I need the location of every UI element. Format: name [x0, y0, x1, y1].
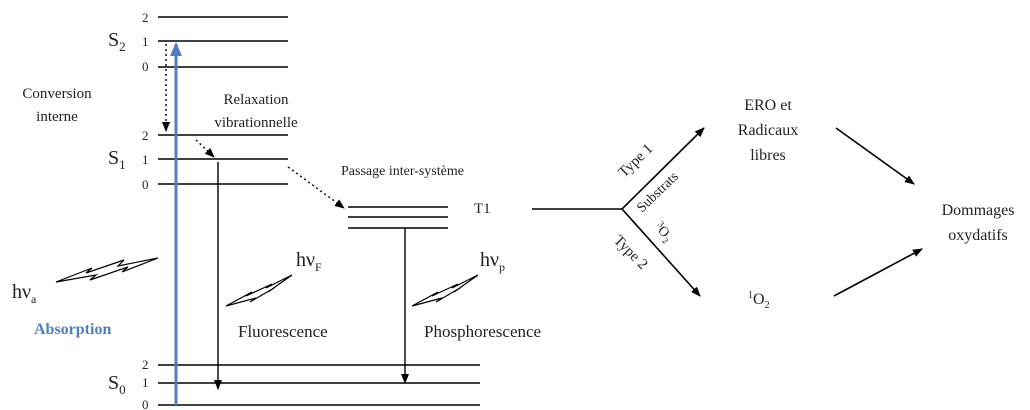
- ero-label-2: Radicaux: [738, 122, 798, 139]
- s2-vib-0: 0: [142, 59, 149, 74]
- photon-f-label: hνF: [296, 249, 322, 274]
- s0-vib-2: 2: [142, 357, 149, 372]
- t1-levels: [348, 206, 448, 229]
- s1-vib-2: 2: [142, 128, 149, 143]
- triplet-oxygen-label: 3O2: [650, 219, 677, 246]
- s1-vib-1: 1: [142, 152, 149, 167]
- type2-arrow: [621, 208, 701, 297]
- s0-vib-0: 0: [142, 397, 149, 410]
- photon-p-label: hνp: [480, 249, 505, 274]
- type2-label: Type 2: [610, 233, 650, 273]
- t1-label: T1: [474, 201, 491, 217]
- fluorescence-photon-icon: [225, 274, 293, 307]
- ero-label-1: ERO et: [744, 97, 792, 114]
- phosphorescence-photon-icon: [411, 274, 479, 307]
- type1-label: Type 1: [616, 141, 657, 181]
- s2-vib-2: 2: [142, 10, 149, 25]
- s1-label: S1: [108, 147, 126, 172]
- s1-levels: [158, 134, 288, 185]
- ero-to-damage-arrow: [835, 127, 915, 185]
- damage-label-1: Dommages: [942, 202, 1015, 219]
- isc-arrow: [287, 166, 345, 209]
- conversion-label-1: Conversion: [22, 86, 92, 102]
- conversion-label-2: interne: [36, 109, 78, 125]
- ero-label-3: libres: [750, 147, 786, 164]
- damage-label-2: oxydatifs: [948, 227, 1008, 244]
- singlet-to-damage-arrow: [833, 248, 923, 297]
- isc-label: Passage inter-système: [341, 164, 464, 179]
- s2-levels: [158, 16, 288, 68]
- absorption-photon-icon: [55, 257, 159, 283]
- s2-vib-1: 1: [142, 34, 149, 49]
- phosphorescence-label: Phosphorescence: [424, 322, 541, 341]
- s0-vib-1: 1: [142, 375, 149, 390]
- s0-label: S0: [108, 372, 126, 397]
- substrats-label: Substrats: [634, 169, 681, 215]
- type1-arrow: [621, 127, 705, 210]
- s2-label: S2: [108, 29, 126, 54]
- relaxation-arrow: [195, 139, 215, 158]
- relaxation-label-1: Relaxation: [224, 92, 289, 108]
- absorption-label: Absorption: [34, 321, 111, 338]
- singlet-oxygen-label: 1O2: [748, 290, 770, 311]
- s1-vib-0: 0: [142, 177, 149, 192]
- s0-levels: [158, 364, 480, 406]
- photon-a-label: hνa: [12, 281, 37, 306]
- relaxation-label-2: vibrationnelle: [214, 115, 298, 131]
- fluorescence-label: Fluorescence: [238, 322, 328, 341]
